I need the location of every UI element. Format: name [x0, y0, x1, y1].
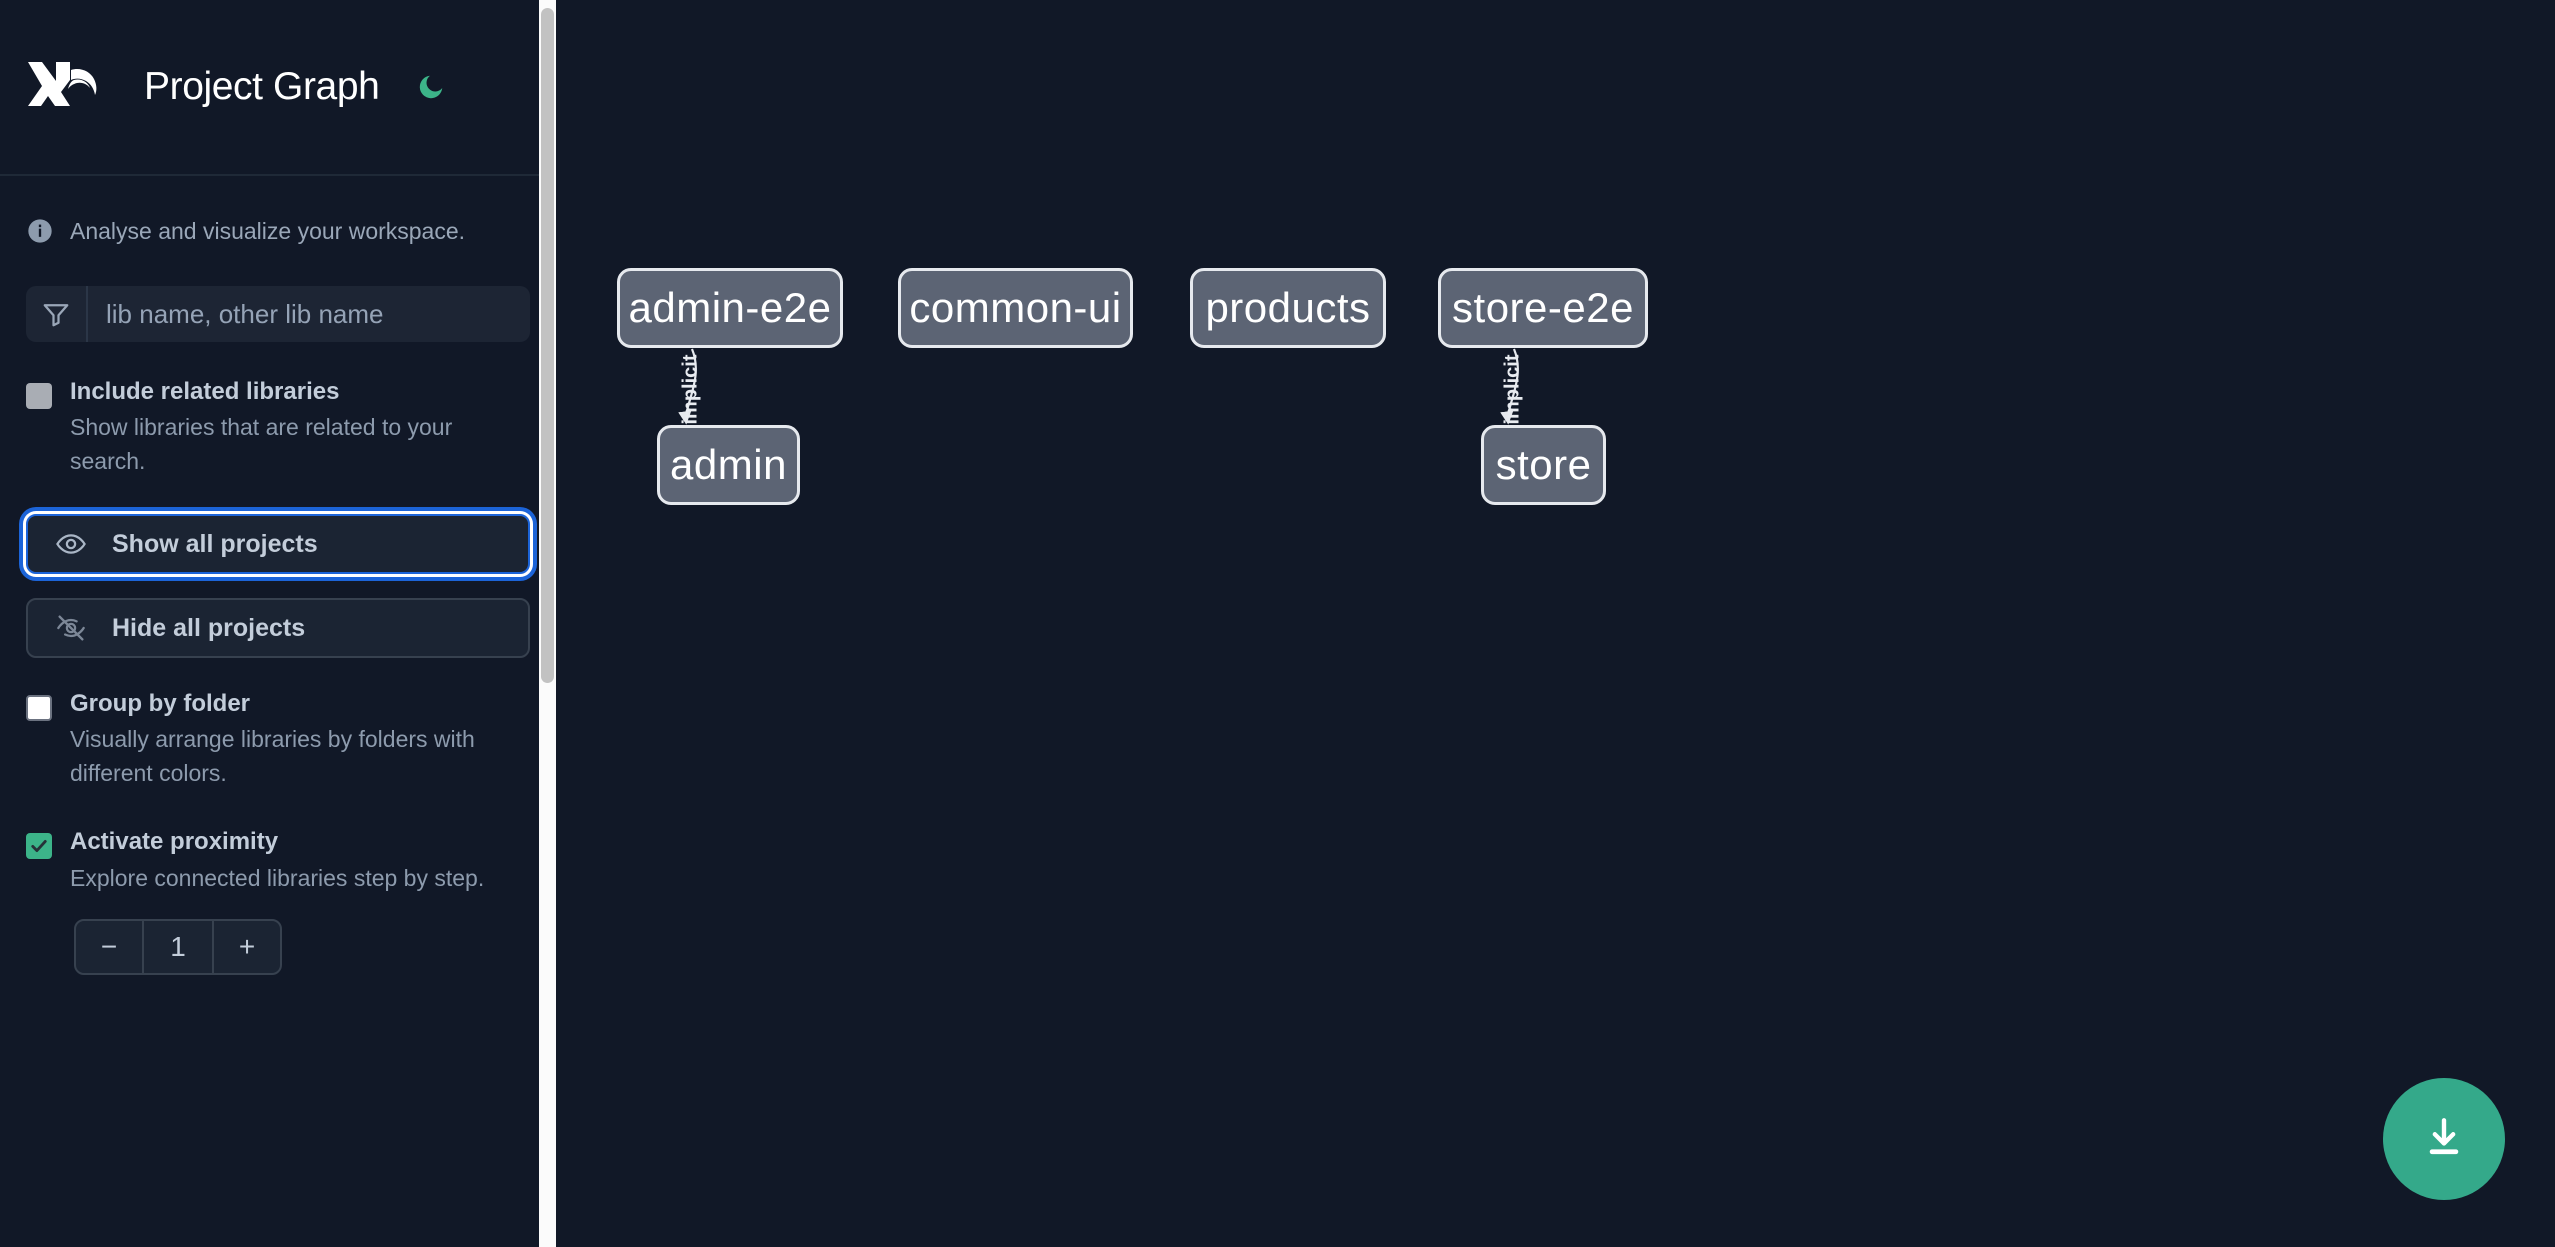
sidebar-header: Project Graph: [0, 0, 556, 176]
option-label: Group by folder: [70, 690, 250, 718]
edge-store-e2e-to-store: [1500, 348, 1519, 425]
info-icon: [26, 217, 54, 245]
option-description: Explore connected libraries step by step…: [70, 864, 485, 891]
hide-all-projects-label: Hide all projects: [112, 613, 306, 642]
edge-label-admin-implicit: implicit: [679, 354, 702, 425]
edge-label-store-implicit: implicit: [1501, 354, 1524, 425]
sidebar-body: Include related libraries Show libraries…: [0, 286, 556, 975]
search-input[interactable]: [88, 286, 530, 342]
graph-node-admin[interactable]: admin: [657, 425, 800, 505]
option-activate-proximity[interactable]: Activate proximity Explore connected lib…: [26, 826, 530, 895]
project-visibility-buttons: Show all projects Hide all projects: [26, 514, 530, 659]
sidebar-scrollbar-thumb[interactable]: [541, 8, 554, 683]
stepper-value: 1: [170, 930, 186, 962]
download-icon: [2419, 1113, 2469, 1166]
checkbox-activate-proximity[interactable]: [26, 833, 52, 860]
hide-all-projects-button[interactable]: Hide all projects: [26, 598, 530, 659]
graph-node-products[interactable]: products: [1190, 268, 1386, 348]
tagline-text: Analyse and visualize your workspace.: [70, 217, 466, 244]
eye-icon: [54, 527, 88, 561]
sidebar: Project Graph Analyse and visualize your…: [0, 0, 556, 1247]
filter-icon: [26, 286, 88, 342]
stepper-increment-button[interactable]: +: [212, 920, 280, 973]
stepper-decrement-button[interactable]: −: [76, 920, 144, 973]
graph-node-common-ui[interactable]: common-ui: [898, 268, 1133, 348]
download-graph-button[interactable]: [2383, 1078, 2505, 1200]
graph-node-store-e2e[interactable]: store-e2e: [1438, 268, 1648, 348]
edge-admin-e2e-to-admin: [678, 348, 697, 425]
page-title: Project Graph: [144, 65, 380, 108]
checkbox-include-related-libraries[interactable]: [26, 383, 52, 409]
graph-node-admin-e2e[interactable]: admin-e2e: [617, 268, 843, 348]
option-label: Include related libraries: [70, 378, 340, 405]
graph-edges: [678, 348, 1519, 425]
search-field[interactable]: [26, 286, 530, 342]
moon-icon[interactable]: [413, 69, 449, 105]
proximity-stepper[interactable]: − 1 +: [74, 918, 282, 975]
option-label: Activate proximity: [70, 828, 279, 856]
show-all-projects-label: Show all projects: [112, 529, 318, 558]
option-description: Show libraries that are related to your …: [70, 414, 453, 474]
option-include-related-libraries[interactable]: Include related libraries Show libraries…: [26, 376, 530, 478]
show-all-projects-button[interactable]: Show all projects: [26, 514, 530, 575]
graph-node-store[interactable]: store: [1481, 425, 1606, 505]
eye-off-icon: [54, 611, 88, 645]
sidebar-tagline: Analyse and visualize your workspace.: [0, 176, 556, 286]
option-group-by-folder[interactable]: Group by folder Visually arrange librari…: [26, 688, 530, 790]
sidebar-scrollbar[interactable]: [539, 0, 556, 1247]
option-description: Visually arrange libraries by folders wi…: [70, 726, 475, 786]
checkbox-group-by-folder[interactable]: [26, 695, 52, 722]
graph-canvas[interactable]: admin-e2e common-ui products store-e2e a…: [556, 0, 2555, 1247]
nx-logo-icon: [26, 56, 108, 118]
